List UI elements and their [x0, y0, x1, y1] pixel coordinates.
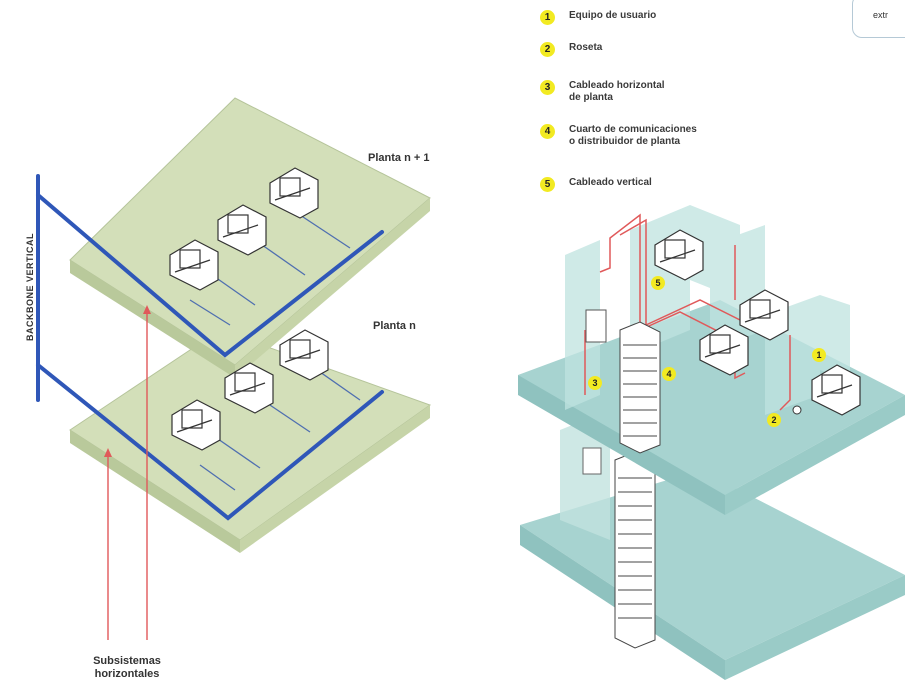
- backbone-label: BACKBONE VERTICAL: [25, 233, 35, 342]
- backbone-cables: [36, 174, 384, 521]
- legend-text: Equipo de usuario: [569, 10, 657, 21]
- legend-text: Cableado vertical: [569, 177, 652, 188]
- tag-2: 2: [767, 413, 781, 427]
- legend-item-3: 3 Cableado horizontal de planta: [540, 80, 665, 104]
- floor-upper-label: Planta n + 1: [368, 152, 430, 164]
- legend-item-5: 5 Cableado vertical: [540, 177, 652, 192]
- legend-badge: 2: [540, 42, 555, 57]
- panel-lower: [582, 447, 602, 475]
- outlet-icon: [792, 405, 802, 415]
- arrow-up-icon: [143, 305, 151, 314]
- tag-4: 4: [662, 367, 676, 381]
- legend-item-1: 1 Equipo de usuario: [540, 10, 656, 25]
- legend-text: Cableado horizontal de planta: [569, 80, 665, 103]
- workstation-icons-right: [654, 229, 861, 416]
- arrow-up-icon: [104, 448, 112, 457]
- wall-panel: [585, 309, 607, 343]
- workstation-icons-lower: [171, 329, 329, 451]
- subsystems-label: Subsistemas horizontales: [82, 655, 172, 681]
- tag-5: 5: [651, 276, 665, 290]
- legend-text: Cuarto de comunicaciones o distribuidor …: [569, 124, 697, 147]
- legend-item-4: 4 Cuarto de comunicaciones o distribuido…: [540, 124, 697, 148]
- legend-badge: 4: [540, 124, 555, 139]
- horizontal-lines-upper: [189, 214, 351, 326]
- rack-upper: [619, 321, 661, 454]
- legend-badge: 3: [540, 80, 555, 95]
- corner-box: [852, 0, 905, 38]
- subsystems-label-line1: Subsistemas: [93, 655, 161, 667]
- subsystems-label-line2: horizontales: [94, 668, 160, 680]
- legend-item-2: 2 Roseta: [540, 42, 602, 57]
- legend-badge: 1: [540, 10, 555, 25]
- tag-3: 3: [588, 376, 602, 390]
- rack-lower: [614, 451, 656, 649]
- tag-1: 1: [812, 348, 826, 362]
- floor-n: [69, 329, 432, 553]
- workstation-icons-upper: [169, 167, 319, 291]
- subsystem-red-lines: [107, 312, 148, 640]
- legend-text: Roseta: [569, 42, 603, 53]
- backbone-label-wrap: BACKBONE VERTICAL: [20, 190, 38, 390]
- legend-badge: 5: [540, 177, 555, 192]
- floor-lower-label: Planta n: [373, 320, 416, 332]
- corner-text: extr: [873, 10, 889, 20]
- wall-lower: [560, 410, 610, 540]
